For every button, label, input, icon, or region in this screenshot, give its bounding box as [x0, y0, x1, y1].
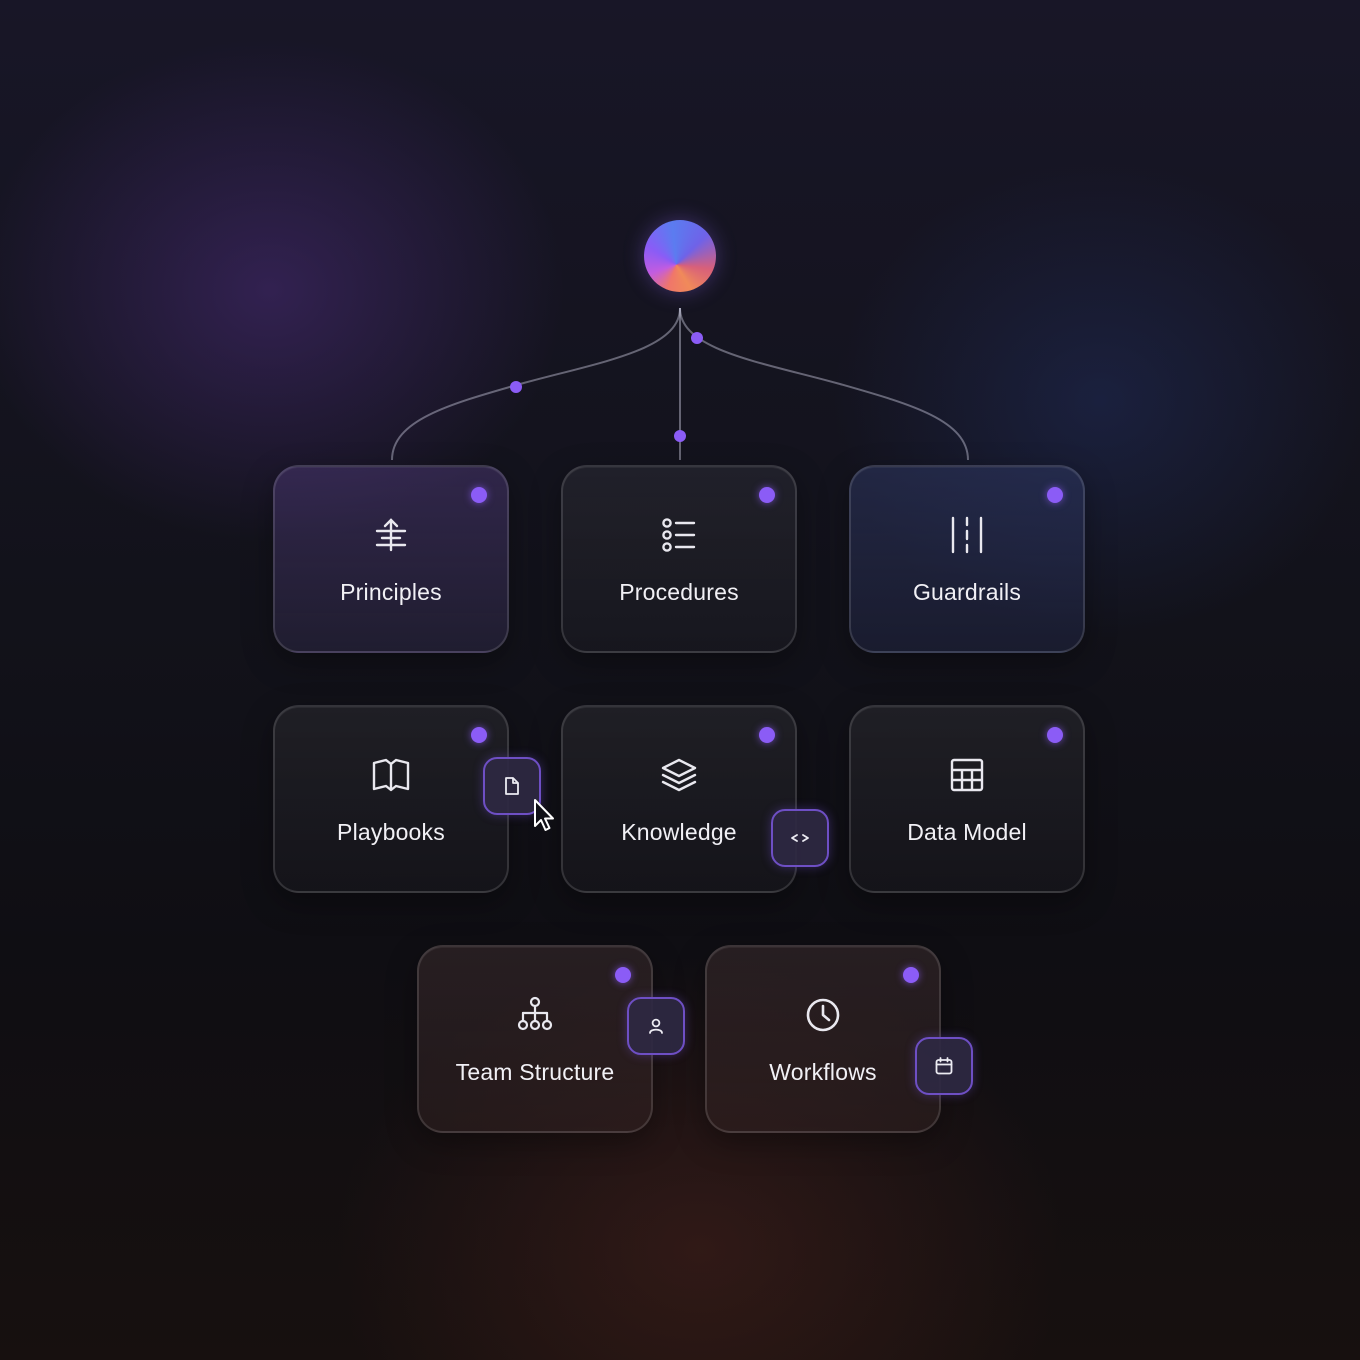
user-icon	[649, 1018, 663, 1034]
card-team-structure[interactable]: Team Structure	[417, 945, 653, 1133]
table-icon	[947, 755, 987, 795]
card-guardrails[interactable]: Guardrails	[849, 465, 1085, 653]
card-procedures[interactable]: Procedures	[561, 465, 797, 653]
status-dot	[759, 487, 775, 503]
mouse-cursor-icon	[534, 799, 554, 831]
card-data-model[interactable]: Data Model	[849, 705, 1085, 893]
gradient-orb	[644, 220, 716, 292]
chip-calendar[interactable]	[915, 1037, 973, 1095]
file-icon	[505, 777, 519, 795]
status-dot	[1047, 487, 1063, 503]
status-dot	[471, 727, 487, 743]
status-dot	[1047, 727, 1063, 743]
chip-code[interactable]	[771, 809, 829, 867]
lanes-icon	[947, 515, 987, 555]
connector-node-right	[691, 332, 703, 344]
status-dot	[903, 967, 919, 983]
card-label: Guardrails	[912, 579, 1022, 605]
card-label: Knowledge	[621, 819, 737, 845]
status-dot	[471, 487, 487, 503]
book-icon	[371, 755, 411, 795]
list-icon	[659, 515, 699, 555]
connector-node-left	[510, 381, 522, 393]
status-dot	[759, 727, 775, 743]
card-label: Principles	[340, 579, 442, 605]
connector-right	[679, 307, 969, 461]
card-principles[interactable]: Principles	[273, 465, 509, 653]
card-label: Data Model	[907, 819, 1027, 845]
card-label: Team Structure	[455, 1059, 615, 1085]
code-icon	[791, 834, 809, 842]
card-knowledge[interactable]: Knowledge	[561, 705, 797, 893]
status-dot	[615, 967, 631, 983]
layers-icon	[659, 755, 699, 795]
card-playbooks[interactable]: Playbooks	[273, 705, 509, 893]
connector-left	[391, 307, 681, 461]
card-label: Playbooks	[337, 819, 445, 845]
align-center-icon	[371, 515, 411, 555]
card-label: Workflows	[769, 1059, 877, 1085]
calendar-icon	[935, 1057, 953, 1075]
clock-icon	[803, 995, 843, 1035]
org-chart-icon	[515, 995, 555, 1035]
card-workflows[interactable]: Workflows	[705, 945, 941, 1133]
chip-file[interactable]	[483, 757, 541, 815]
chip-user[interactable]	[627, 997, 685, 1055]
connector-node-center	[674, 430, 686, 442]
card-label: Procedures	[619, 579, 739, 605]
